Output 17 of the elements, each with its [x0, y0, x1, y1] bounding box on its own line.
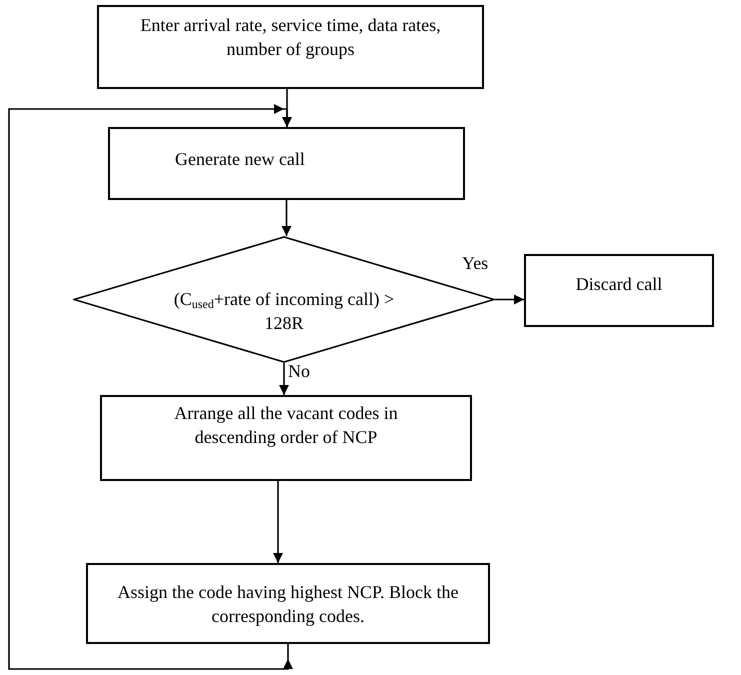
node-text: Arrange all the vacant codes in descending order of NCP: [173, 402, 399, 449]
process-box: [97, 5, 484, 89]
process-box: [100, 395, 472, 481]
node-text: Generate new call: [175, 148, 305, 171]
arrow: [495, 294, 524, 304]
arrow: [8, 104, 293, 670]
arrow: [282, 200, 292, 236]
node-text: Enter arrival rate, service time, data rates, number of groups: [139, 14, 442, 61]
node-text: Discard call: [576, 273, 662, 296]
node-text: Assign the code having highest NCP. Block the corresponding codes.: [116, 580, 460, 628]
process-box: [524, 254, 714, 327]
node-text: (C$_{used}$+rate of incoming call) > 128R: [172, 288, 396, 334]
process-box: [86, 563, 490, 644]
arrow: [273, 481, 283, 563]
arrow: [279, 363, 289, 395]
process-box: [108, 127, 465, 200]
decision-diamond: [73, 236, 495, 363]
